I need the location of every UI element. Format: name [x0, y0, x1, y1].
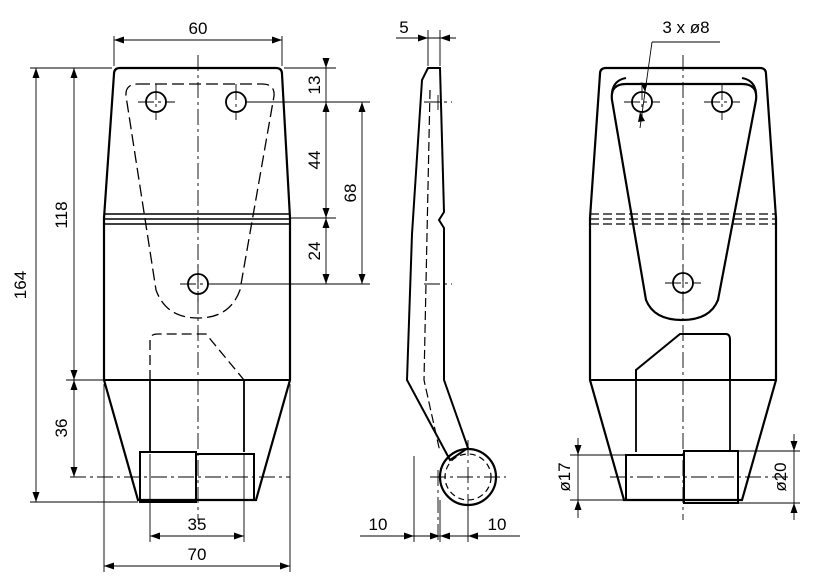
- rear-view: [588, 55, 790, 520]
- dim-label-lower-height: 36: [52, 419, 71, 438]
- dim-label-pin-diameter: ø17: [555, 462, 574, 491]
- arrowhead: [440, 34, 450, 42]
- dim-label-slot-to-hole: 24: [305, 242, 324, 261]
- arrowhead: [358, 102, 366, 112]
- dim-label-upper-height: 118: [52, 201, 71, 228]
- front-outline: [102, 66, 292, 502]
- arrowhead: [574, 445, 582, 455]
- hidden-block: [149, 333, 245, 381]
- side-arrowheads: [404, 34, 478, 540]
- arrowhead: [104, 562, 114, 570]
- dim-label-total-height: 164: [11, 271, 30, 299]
- rear-pin: [625, 454, 685, 501]
- front-dimensions: [30, 36, 370, 572]
- dim-label-offset-right: 10: [488, 515, 507, 534]
- arrowhead: [150, 532, 160, 540]
- side-dimension-texts: 5 10 10: [369, 18, 507, 534]
- rear-plate: [610, 82, 758, 322]
- arrowhead: [440, 532, 450, 540]
- front-view: [70, 55, 292, 520]
- arrowhead: [70, 380, 78, 390]
- rear-dimension-texts: 3 x ø8 ø17 ø20: [555, 18, 790, 492]
- arrowhead: [418, 34, 428, 42]
- side-view: [405, 67, 506, 540]
- dim-label-holes: 3 x ø8: [662, 18, 709, 37]
- hidden-plate: [125, 83, 275, 319]
- dim-label-top-width: 60: [189, 19, 208, 38]
- dim-label-inner-width: 35: [188, 515, 207, 534]
- side-dimensions: [360, 30, 520, 542]
- arrowhead: [32, 68, 40, 78]
- dim-label-bottom-width: 70: [188, 545, 207, 564]
- arrowhead: [574, 500, 582, 510]
- arrowhead: [272, 36, 282, 44]
- arrowhead: [280, 562, 290, 570]
- rear-lower-block: [635, 333, 731, 380]
- arrowhead: [322, 208, 330, 218]
- arrowhead: [234, 532, 244, 540]
- front-arrowheads: [32, 36, 366, 570]
- arrowhead: [322, 274, 330, 284]
- dim-label-hole-offset: 13: [305, 76, 324, 95]
- dim-label-offset-left: 10: [369, 515, 388, 534]
- dim-label-sleeve-diameter: ø20: [771, 462, 790, 491]
- arrowhead: [790, 441, 798, 451]
- rear-dimensions: [570, 41, 800, 520]
- arrowhead: [638, 112, 645, 122]
- arrowhead: [70, 370, 78, 380]
- arrowhead: [32, 492, 40, 502]
- arrowhead: [70, 68, 78, 78]
- arrowhead: [70, 467, 78, 477]
- dim-label-hole-to-slot: 68: [341, 184, 360, 203]
- side-outline: [405, 67, 470, 462]
- side-hidden-edge: [423, 89, 441, 453]
- dim-label-hole-spacing: 44: [305, 151, 324, 170]
- rear-outline: [588, 66, 778, 502]
- arrowhead: [640, 82, 648, 92]
- rear-corner-arc: [741, 77, 757, 93]
- dim-label-thickness: 5: [399, 18, 408, 37]
- rear-center-lines: [610, 55, 790, 520]
- rear-corner-arc: [611, 77, 627, 93]
- arrowhead: [790, 503, 798, 513]
- arrowhead: [322, 58, 330, 68]
- arrowhead: [430, 532, 440, 540]
- front-dimension-texts: 60 164 118 36 13 44 24 68 35 70: [11, 19, 360, 564]
- rear-arrowheads: [574, 82, 798, 513]
- arrowhead: [468, 532, 478, 540]
- arrowhead: [358, 274, 366, 284]
- arrowhead: [114, 36, 124, 44]
- side-center-lines: [424, 95, 506, 540]
- arrowhead: [404, 532, 414, 540]
- arrowhead: [322, 218, 330, 228]
- arrowhead: [322, 102, 330, 112]
